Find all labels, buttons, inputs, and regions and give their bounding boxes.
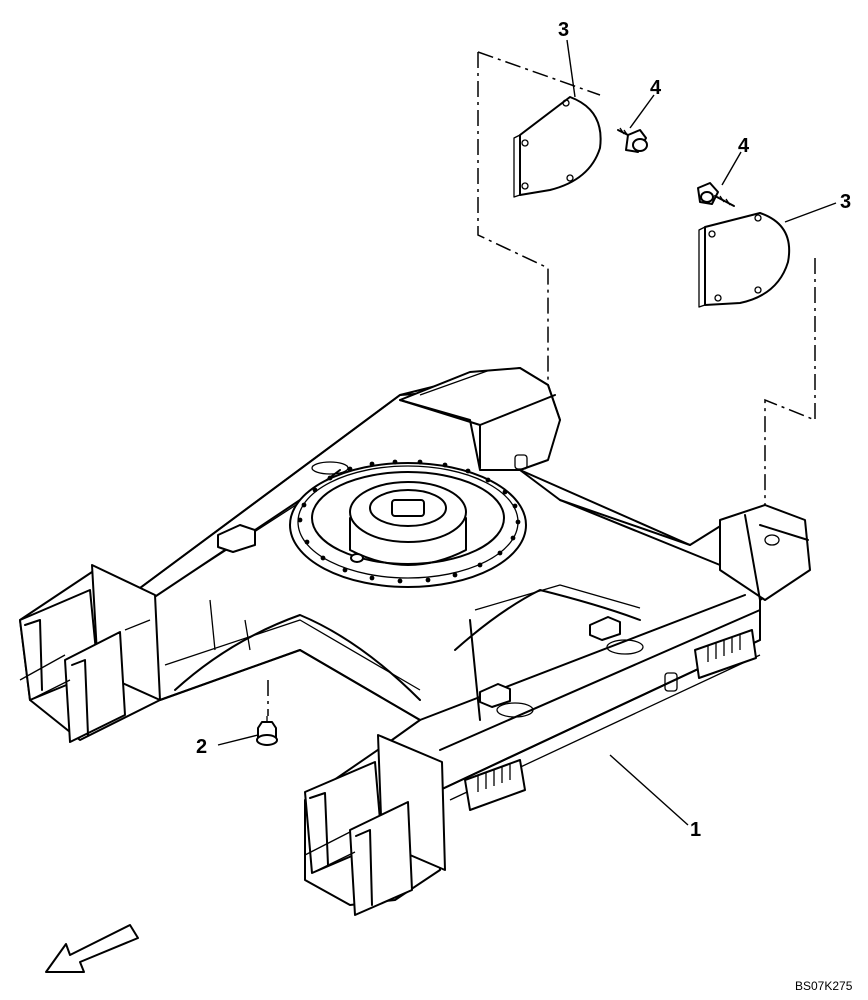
plug xyxy=(256,716,278,746)
assembly-lines xyxy=(267,51,816,716)
rear-left-stub xyxy=(399,367,561,471)
front-direction-arrow-icon xyxy=(45,924,139,973)
front-left-yoke xyxy=(19,564,161,743)
callout-bolt-right: 4 xyxy=(738,135,750,157)
cover-plate-left xyxy=(513,96,602,198)
leader-lines xyxy=(217,39,837,826)
swing-bearing xyxy=(289,459,527,588)
callout-plug: 2 xyxy=(196,736,207,758)
track-frame xyxy=(19,367,811,916)
bolt-left xyxy=(617,127,648,153)
drawing-code: BS07K275 xyxy=(795,979,853,993)
cover-plate-right xyxy=(698,212,791,308)
callout-bolt-left: 4 xyxy=(650,77,662,99)
bolt-right xyxy=(697,182,735,207)
callout-cover-left: 3 xyxy=(558,19,569,41)
callout-frame: 1 xyxy=(690,819,701,841)
front-right-yoke xyxy=(304,734,446,916)
callout-cover-right: 3 xyxy=(840,191,851,213)
